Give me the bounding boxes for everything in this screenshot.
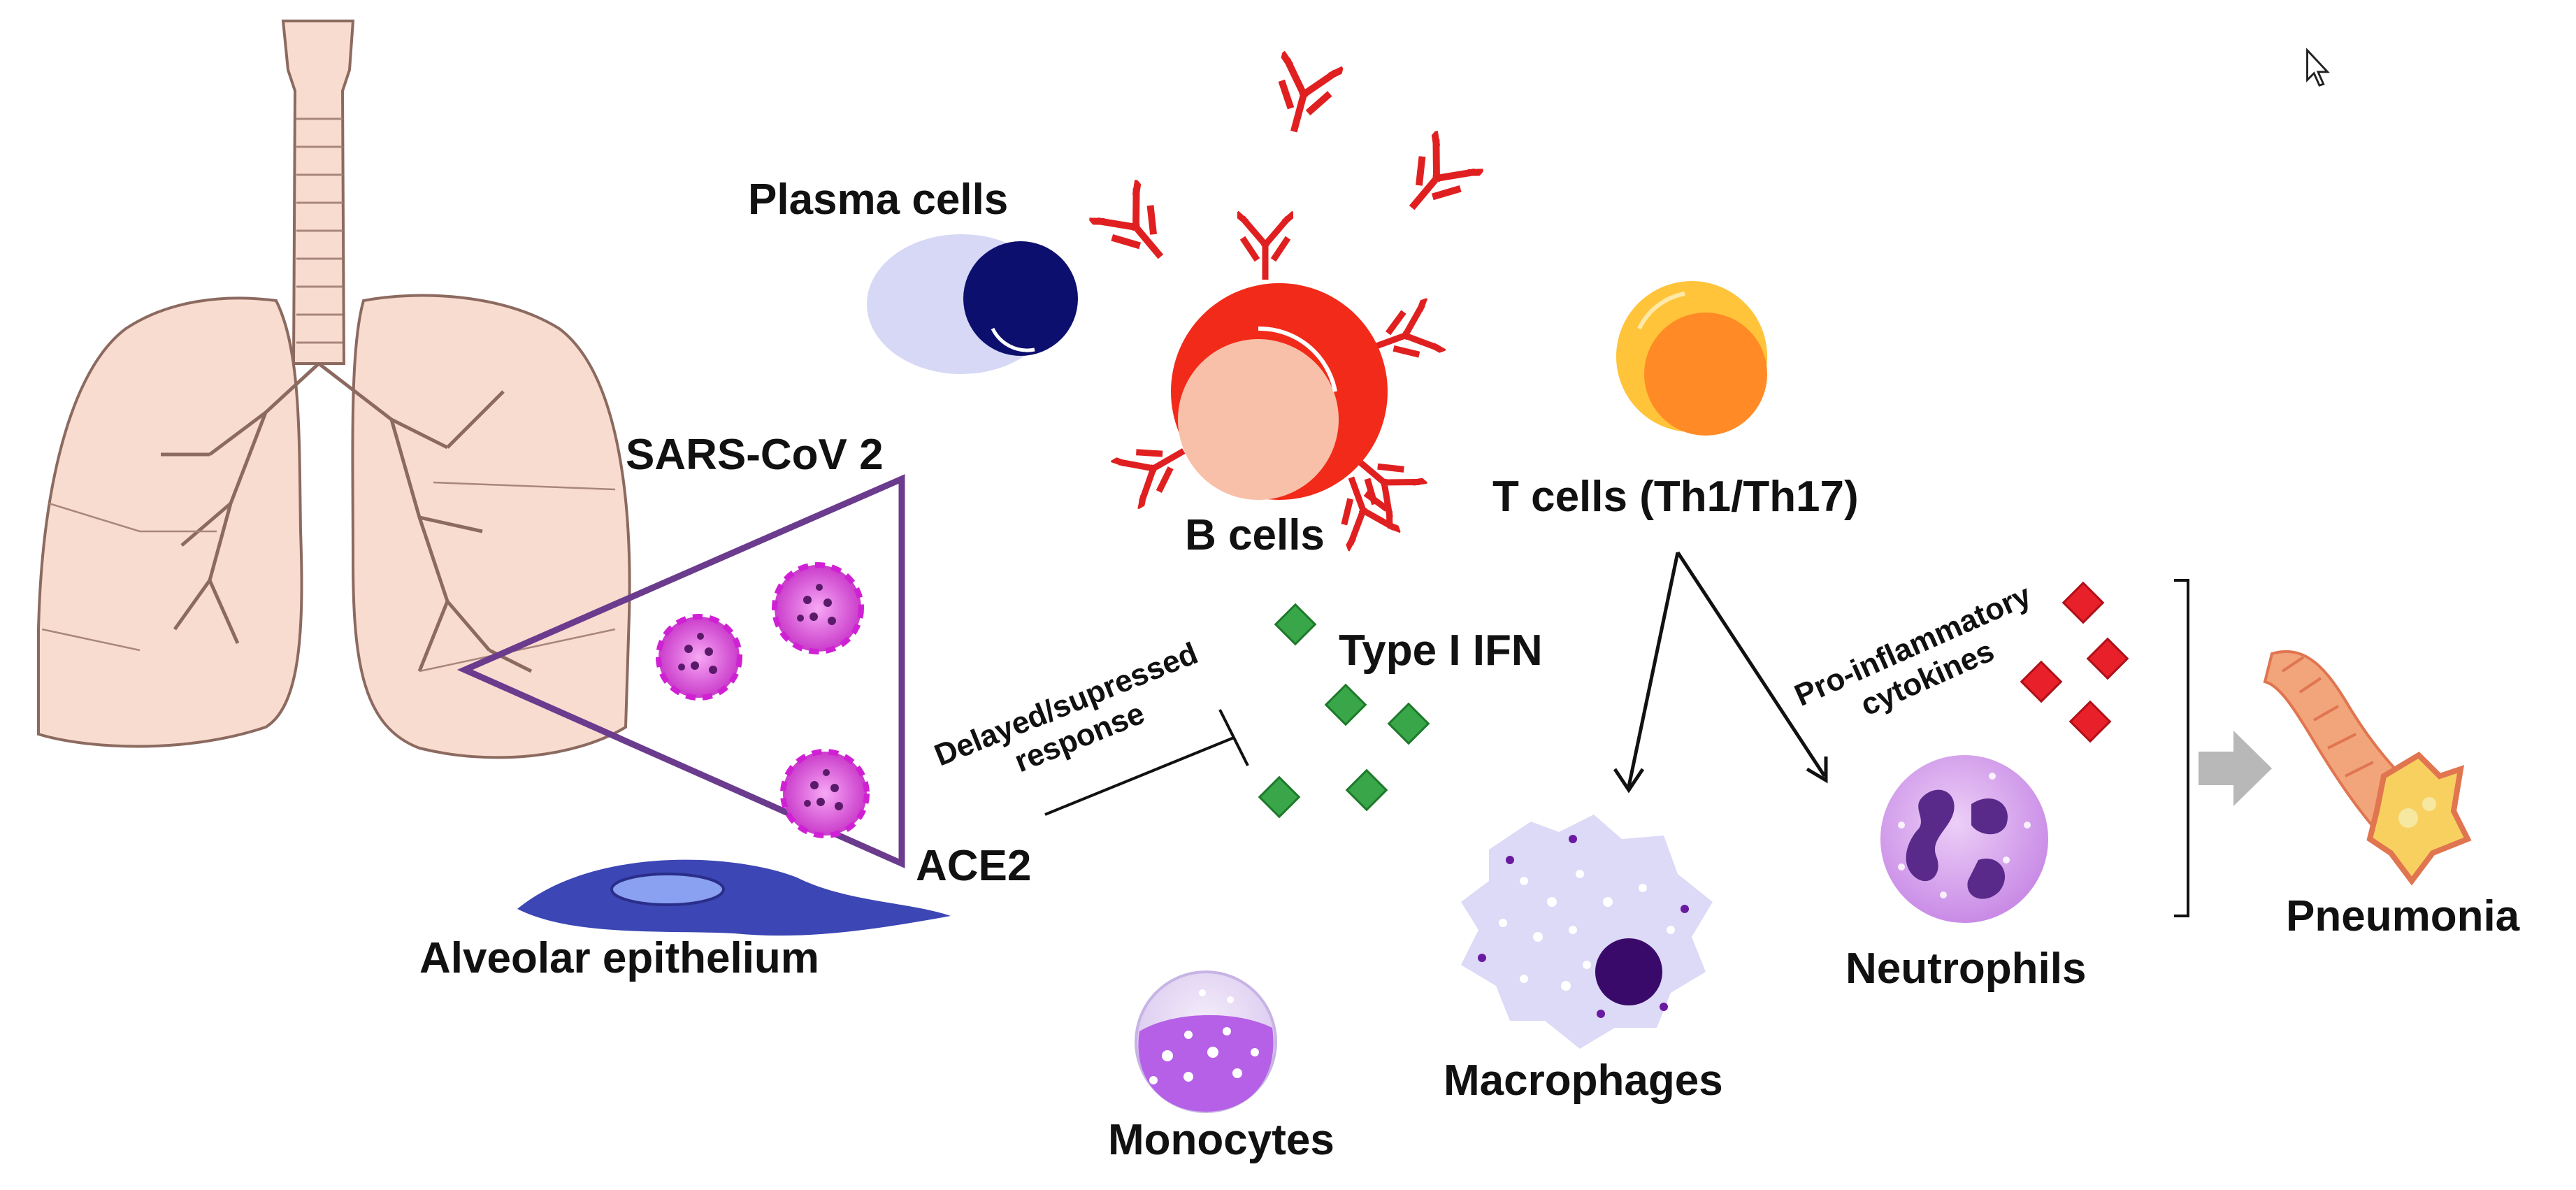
virus-icon	[780, 749, 870, 838]
neutrophils-label: Neutrophils	[1845, 945, 2087, 993]
trachea	[281, 20, 355, 365]
left-lung	[37, 296, 303, 748]
monocytes-label: Monocytes	[1108, 1116, 1334, 1164]
grey-arrow	[2199, 731, 2272, 806]
plasma-cells-label: Plasma cells	[748, 175, 1009, 224]
sars-cov2-label: SARS-CoV 2	[626, 431, 884, 479]
plasma-cell	[867, 234, 1078, 374]
macrophages-label: Macrophages	[1444, 1056, 1723, 1105]
type1-ifn-diamonds	[1258, 603, 1430, 819]
virus-icon	[772, 562, 864, 654]
ace2-label: ACE2	[916, 842, 1032, 890]
b-cells-label: B cells	[1185, 511, 1325, 559]
b-cell	[1093, 56, 1479, 547]
macrophage	[1461, 815, 1713, 1049]
lungs-illustration	[37, 20, 631, 759]
virus-particles	[656, 562, 870, 838]
pneumonia-illustration	[2263, 650, 2472, 886]
monocyte	[1135, 970, 1277, 1113]
alveolar-epithelium-label: Alveolar epithelium	[419, 934, 819, 982]
virus-zoom-triangle	[456, 474, 905, 868]
type1-ifn-label: Type I IFN	[1339, 626, 1543, 675]
pneumonia-label: Pneumonia	[2286, 892, 2520, 940]
inhibition-line	[1044, 709, 1249, 816]
right-lung	[351, 294, 631, 759]
neutrophil	[1880, 755, 2048, 923]
cytokine-diamonds	[2020, 581, 2129, 743]
t-cell-arrows	[1613, 551, 1828, 794]
t-cell	[1616, 281, 1767, 436]
virus-icon	[656, 614, 742, 701]
mouse-cursor-icon	[2306, 48, 2330, 87]
t-cells-label: T cells (Th1/Th17)	[1492, 473, 1859, 521]
alveolar-epithelium-cell	[517, 859, 951, 936]
bracket	[2174, 579, 2189, 917]
